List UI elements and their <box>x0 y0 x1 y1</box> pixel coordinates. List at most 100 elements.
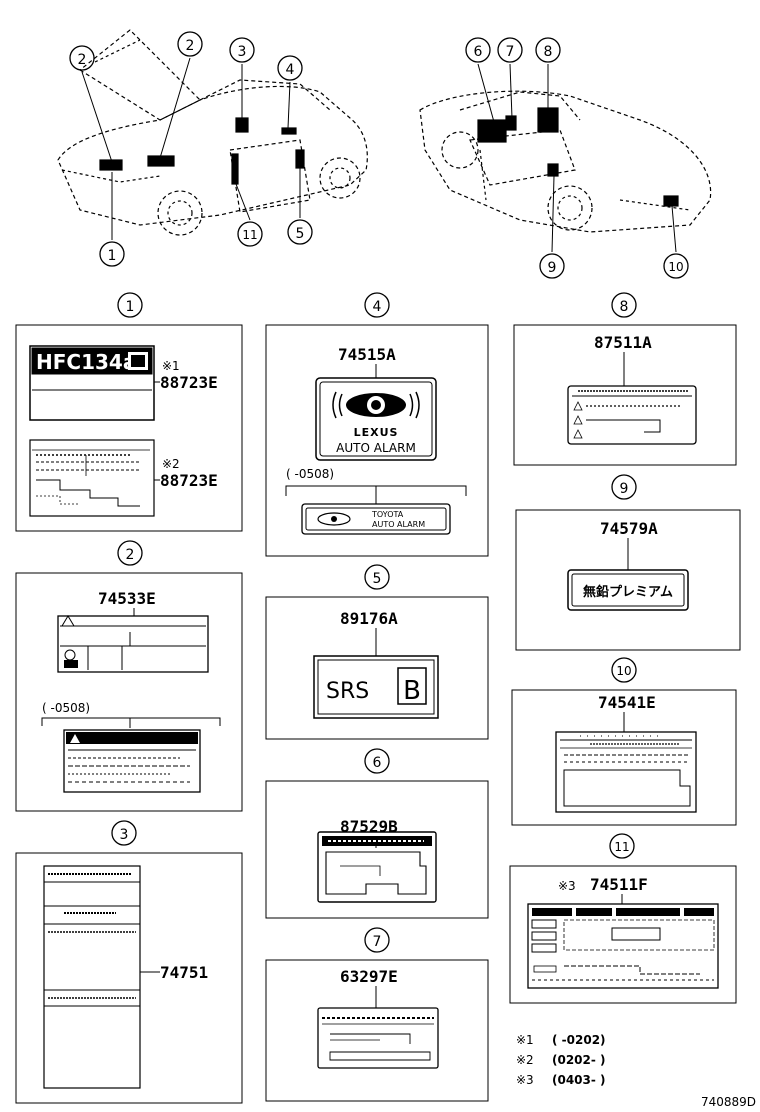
panel-9-label: 無鉛プレミアム <box>583 584 673 600</box>
panel-1-hfc-text: HFC134a <box>36 350 136 374</box>
right-car-leaders <box>477 63 677 253</box>
callout-9 <box>539 253 565 279</box>
panel-9-frame <box>515 509 741 651</box>
left-car-leaders <box>81 57 301 240</box>
panel-10: 10 74541E <box>511 657 737 826</box>
panel-11-callout <box>609 833 635 859</box>
callout-5 <box>287 219 313 245</box>
panel-5-srs: SRS <box>326 679 369 704</box>
callout-2-hood <box>69 45 95 71</box>
panel-4-alt-line-2: AUTO ALARM <box>372 520 425 529</box>
panel-1-note-2: ※2 <box>162 457 180 471</box>
callout-3-text: 3 <box>238 44 247 60</box>
footnote-3-text: (0403- ) <box>552 1073 606 1087</box>
panel-4-alt-line-1: TOYOTA <box>371 510 404 519</box>
panel-9-part: 74579A <box>600 519 658 538</box>
panel-11-callout-text: 11 <box>614 840 629 854</box>
panel-7-callout-text: 7 <box>373 934 382 950</box>
callout-1-text: 1 <box>108 248 117 264</box>
panel-6-callout-text: 6 <box>373 755 382 771</box>
panel-9: 9 74579A 無鉛プレミアム <box>515 474 741 651</box>
panel-5-callout <box>364 564 390 590</box>
panel-2-part: 74533E <box>98 589 156 608</box>
callout-1 <box>99 241 125 267</box>
panel-3: 3 74751 <box>15 820 243 1104</box>
panel-2-range: ( -0508) <box>42 701 90 715</box>
footnote-1-text: ( -0202) <box>552 1033 606 1047</box>
panel-1-part-1: 88723E <box>160 373 218 392</box>
panel-9-callout-text: 9 <box>620 481 629 497</box>
callout-3 <box>229 37 255 63</box>
callout-10 <box>663 253 689 279</box>
panel-4-label: AUTO ALARM <box>336 441 416 455</box>
panel-3-callout-text: 3 <box>120 827 129 843</box>
panel-4-callout <box>364 292 390 318</box>
panel-11-frame <box>509 865 737 1004</box>
panel-4: 4 74515A LEXUS AUTO ALARM ( -0508) TOYOT… <box>265 292 489 557</box>
footnotes: ※1 ( -0202) ※2 (0202- ) ※3 (0403- ) <box>516 1033 606 1087</box>
panel-8-frame <box>513 324 737 466</box>
panel-6-part: 87529B <box>340 817 398 836</box>
panel-4-callout-text: 4 <box>373 299 382 315</box>
panel-10-frame <box>511 689 737 826</box>
callout-6-text: 6 <box>474 44 483 60</box>
car-rear-illustration <box>419 90 712 233</box>
panel-6-frame <box>265 780 489 919</box>
callout-8 <box>535 37 561 63</box>
panel-2-frame <box>15 572 243 812</box>
car-front-illustration <box>57 29 368 236</box>
callout-5-text: 5 <box>296 226 305 242</box>
panel-2-callout-text: 2 <box>126 547 135 563</box>
panel-4-frame <box>265 324 489 557</box>
callout-7 <box>497 37 523 63</box>
panel-1: 1 HFC134a ※1 88723E ※2 88723E <box>15 292 243 532</box>
panel-4-range: ( -0508) <box>286 467 334 481</box>
callout-9-text: 9 <box>548 260 557 276</box>
document-code: 740889D <box>701 1095 756 1109</box>
panel-8-callout-text: 8 <box>620 299 629 315</box>
panel-10-part: 74541E <box>598 693 656 712</box>
callout-11-text: 11 <box>242 228 257 242</box>
footnote-3-mark: ※3 <box>516 1073 534 1087</box>
panel-10-callout-text: 10 <box>616 664 631 678</box>
panel-5: 5 89176A SRS B <box>265 564 489 740</box>
panel-1-frame <box>15 324 243 532</box>
callout-7-text: 7 <box>506 44 515 60</box>
panel-2: 2 74533E ( -0508) <box>15 540 243 812</box>
callout-2-hood-text: 2 <box>78 52 87 68</box>
panel-1-note-1: ※1 <box>162 359 180 373</box>
panel-2-callout <box>117 540 143 566</box>
footnote-2-mark: ※2 <box>516 1053 534 1067</box>
panel-3-part: 74751 <box>160 963 208 982</box>
callout-11 <box>237 221 263 247</box>
panel-8-part: 87511A <box>594 333 652 352</box>
panel-1-part-2: 88723E <box>160 471 218 490</box>
footnote-2-text: (0202- ) <box>552 1053 606 1067</box>
callout-4-text: 4 <box>286 62 295 78</box>
callout-8-text: 8 <box>544 44 553 60</box>
footnote-1-mark: ※1 <box>516 1033 534 1047</box>
panel-1-callout-text: 1 <box>126 299 135 315</box>
car-callouts: 2 2 3 4 1 11 5 6 7 8 9 10 <box>69 31 689 279</box>
panel-5-frame <box>265 596 489 740</box>
panel-5-callout-text: 5 <box>373 571 382 587</box>
panel-7: 7 63297E <box>265 927 489 1102</box>
panel-3-callout <box>111 820 137 846</box>
panel-8-callout <box>611 292 637 318</box>
panel-7-part: 63297E <box>340 967 398 986</box>
panel-8: 8 87511A <box>513 292 737 466</box>
panel-9-callout <box>611 474 637 500</box>
callout-10-text: 10 <box>668 260 683 274</box>
panel-11-note: ※3 <box>558 879 576 893</box>
panel-11: 11 ※3 74511F <box>509 833 737 1004</box>
callout-4 <box>277 55 303 81</box>
callout-2-engine <box>177 31 203 57</box>
panel-7-callout <box>364 927 390 953</box>
panel-6: 6 87529B <box>265 748 489 919</box>
panel-11-part: 74511F <box>590 875 648 894</box>
callout-6 <box>465 37 491 63</box>
panel-4-part: 74515A <box>338 345 396 364</box>
panel-6-callout <box>364 748 390 774</box>
panel-10-callout <box>611 657 637 683</box>
